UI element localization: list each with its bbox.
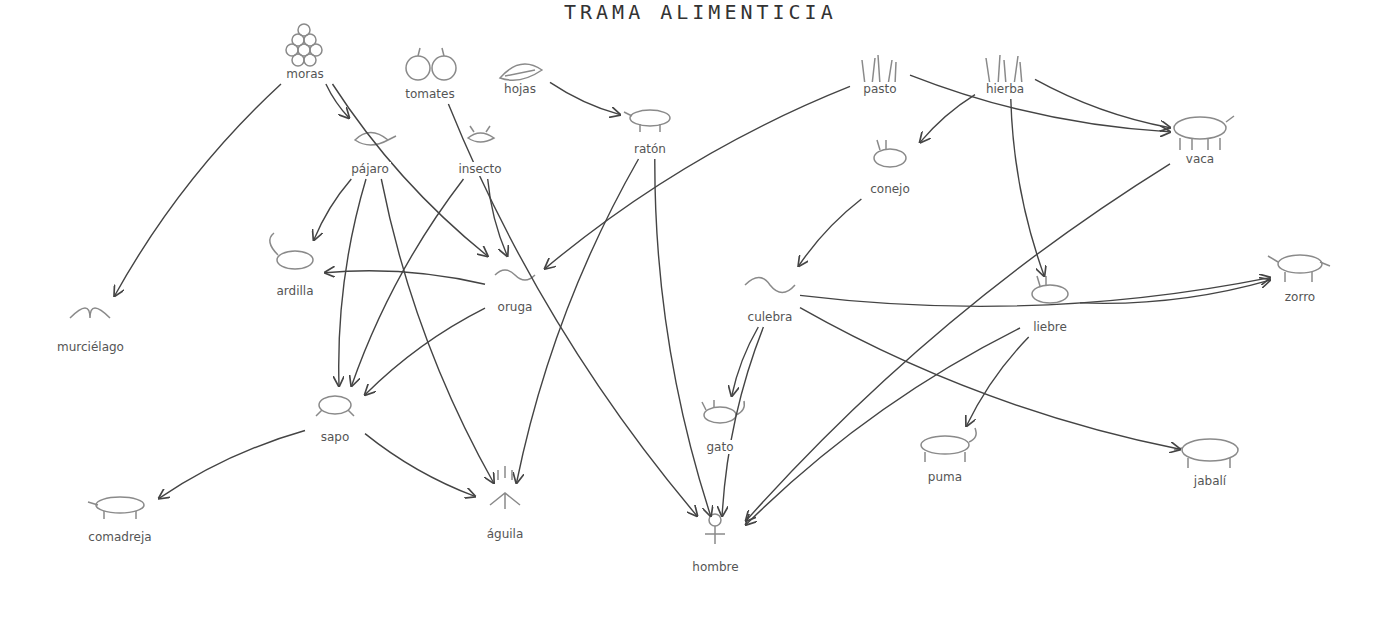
feeding-arrow [920,95,975,143]
organism-label: hombre [690,560,740,574]
organism-label: moras [284,67,326,81]
organism-label: jabalí [1192,474,1228,488]
organism-node: jabalí [1180,430,1240,491]
organism-label: zorro [1283,290,1317,304]
feeding-arrow [799,199,862,266]
organism-node: ratón [620,98,680,159]
feeding-arrow [722,327,763,516]
feeding-arrow [339,179,366,386]
organism-node: águila [475,483,535,544]
feeding-arrow [966,337,1028,426]
feeding-arrow [448,104,697,516]
feeding-arrow [545,86,850,268]
organism-node: hojas [490,38,550,99]
organism-label: hierba [984,82,1026,96]
feeding-arrow [800,278,1270,307]
organism-node: gato [690,396,750,457]
organism-node: comadreja [81,486,159,547]
organism-label: ratón [632,142,668,156]
feeding-arrow [517,159,639,483]
feeding-arrow [352,179,464,386]
organism-node: murciélago [50,296,131,357]
organism-node: hombre [685,516,746,577]
feeding-arrow [1011,99,1044,276]
feeding-arrow [365,434,475,497]
feeding-arrow [655,159,711,516]
feeding-arrow [365,308,485,395]
feeding-arrow [488,179,508,256]
organism-node: liebre [1020,276,1080,337]
feeding-arrow [159,431,305,499]
organism-label: tomates [403,87,456,101]
organism-node: culebra [740,266,800,327]
organism-label: oruga [496,300,535,314]
feeding-arrow [1080,280,1270,303]
organism-node: vaca [1170,108,1230,169]
feeding-arrow [910,75,1170,132]
organism-label: ardilla [274,284,315,298]
organism-label: culebra [746,310,795,324]
feeding-arrow [1035,79,1170,127]
organism-label: pájaro [349,162,391,176]
feeding-arrow [381,179,493,483]
organism-node: conejo [860,138,920,199]
organism-label: pasto [861,82,898,96]
organism-node: ardilla [265,240,325,301]
organism-node: pájaro [340,118,400,179]
organism-node: oruga [485,256,545,317]
organism-label: conejo [868,182,912,196]
organism-label: gato [704,440,735,454]
organism-node: pasto [850,38,910,99]
organism-label: hojas [502,82,538,96]
organism-label: liebre [1031,320,1069,334]
diagram-title: TRAMA ALIMENTICIA [564,0,837,24]
feeding-arrow [115,84,282,296]
organism-node: puma [915,426,975,487]
organism-label: puma [926,470,964,484]
organism-label: comadreja [86,530,153,544]
feeding-arrow [325,271,485,285]
feeding-arrow [732,327,759,396]
organism-node: moras [275,23,335,84]
organism-label: vaca [1184,152,1216,166]
organism-node: tomates [398,43,462,104]
organism-label: murciélago [55,340,126,354]
organism-label: sapo [319,430,352,444]
organism-node: hierba [975,38,1035,99]
organism-node: insecto [450,118,510,179]
organism-label: insecto [456,162,503,176]
feeding-arrow [746,328,1020,525]
organism-node: sapo [305,386,365,447]
organism-node: zorro [1270,246,1330,307]
organism-label: águila [485,527,526,541]
feeding-arrow [550,82,620,114]
feeding-arrow [314,179,352,240]
feeding-arrow [326,84,349,118]
